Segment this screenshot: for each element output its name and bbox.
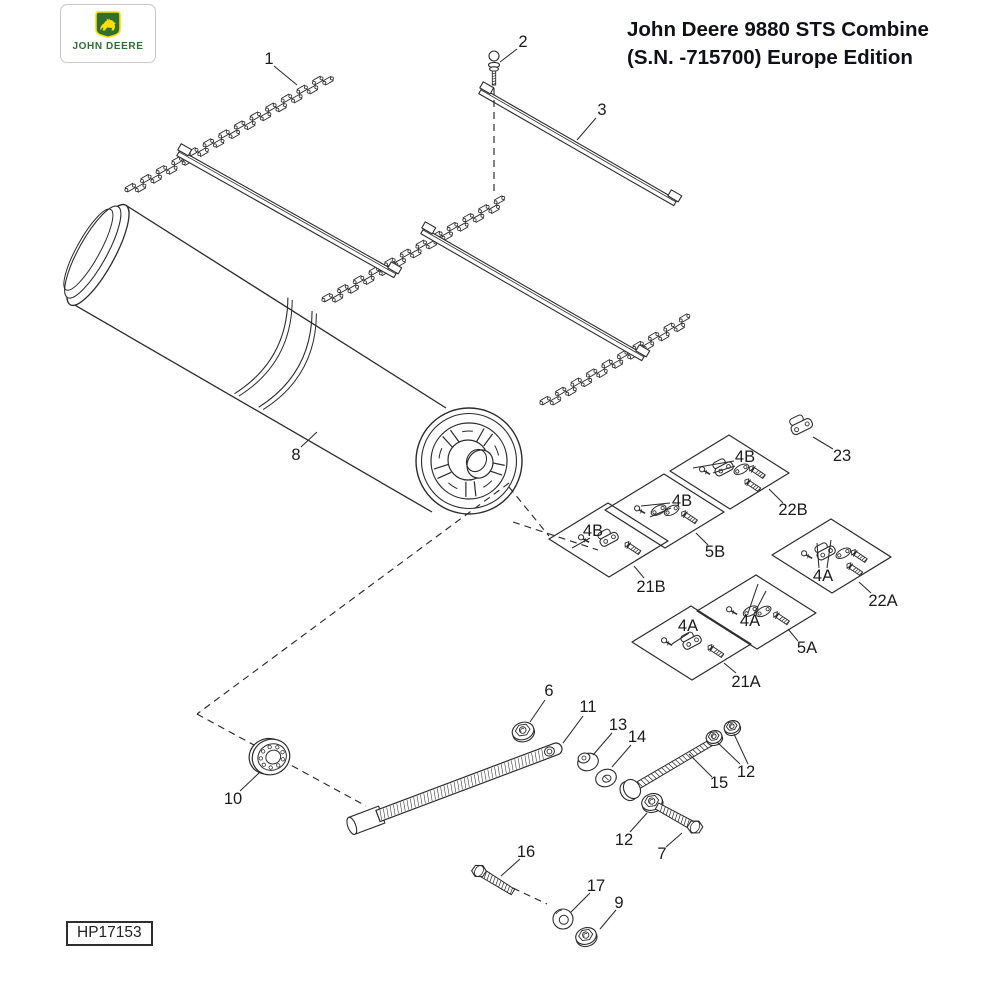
callout-7-12: 7: [657, 832, 683, 863]
callout-label-4A: 4A: [740, 612, 760, 630]
part-17: [552, 908, 574, 930]
callout-1-0: 1: [264, 50, 298, 86]
assembly-dashed-line-4: [508, 486, 550, 537]
conveyor-chain-3: [539, 313, 691, 406]
part-10: [248, 737, 291, 776]
callout-label-9: 9: [614, 894, 623, 912]
callout-21A-20: 21A: [723, 662, 761, 691]
part-6: [511, 721, 536, 743]
callout-12-11: 12: [615, 812, 648, 849]
callout-4B-25: 4B: [692, 448, 755, 474]
slat-bar-3: [478, 81, 683, 207]
callout-22B-19: 22B: [768, 488, 808, 519]
part-23: [789, 414, 814, 436]
callout-label-12: 12: [737, 763, 755, 781]
callout-9-15: 9: [599, 894, 624, 930]
callout-4B-23: 4B: [571, 522, 603, 549]
callout-4B-24: 4B: [640, 492, 692, 518]
part-7: [654, 802, 704, 834]
callout-15-9: 15: [688, 753, 728, 792]
callout-10-4: 10: [224, 772, 260, 808]
callout-label-21A: 21A: [731, 673, 760, 691]
callout-label-10: 10: [224, 790, 242, 808]
callout-8-3: 8: [291, 431, 318, 464]
assembly-dashed-line-2: [196, 482, 510, 715]
callout-label-11: 11: [579, 698, 596, 716]
callout-21B-17: 21B: [633, 565, 666, 596]
callout-4A-27: 4A: [740, 583, 767, 630]
part-15: [619, 738, 715, 802]
kit-box-22A: [771, 518, 892, 594]
callout-23-16: 23: [812, 436, 851, 465]
page-title: John Deere 9880 STS Combine (S.N. -71570…: [627, 16, 929, 72]
callout-label-1: 1: [264, 50, 273, 68]
conveyor-chain-2: [321, 195, 506, 303]
callout-label-14: 14: [628, 728, 646, 746]
callout-2-1: 2: [499, 33, 528, 63]
part-2: [487, 50, 501, 86]
deer-glyph: [100, 18, 116, 31]
callout-4A-28: 4A: [813, 539, 833, 585]
callout-label-2: 2: [518, 33, 527, 51]
john-deere-logo-box: JOHN DEERE: [60, 4, 156, 63]
callout-label-15: 15: [710, 774, 728, 792]
kit-box-21A: [631, 605, 752, 681]
callout-label-12: 12: [615, 831, 633, 849]
assembly-dashed-line-5: [512, 521, 599, 551]
callout-label-3: 3: [597, 101, 606, 119]
callout-14-8: 14: [611, 728, 646, 768]
figure-code-box: HP17153: [66, 921, 153, 946]
part-14: [595, 768, 617, 788]
callout-5A-21: 5A: [787, 628, 817, 657]
callout-17-14: 17: [570, 877, 605, 913]
part-11: [346, 742, 563, 835]
title-line-2: (S.N. -715700) Europe Edition: [627, 46, 913, 69]
callout-label-6: 6: [544, 682, 553, 700]
part-16: [471, 864, 516, 896]
title-line-1: John Deere 9880 STS Combine: [627, 18, 929, 41]
part-12-2: [723, 720, 742, 737]
callout-label-4B: 4B: [672, 492, 692, 510]
callout-3-2: 3: [576, 101, 607, 141]
callout-label-4A: 4A: [813, 567, 833, 585]
part-12-1: [705, 730, 724, 747]
callout-4A-26: 4A: [671, 617, 698, 645]
callout-label-21B: 21B: [636, 578, 665, 596]
callout-label-23: 23: [833, 447, 851, 465]
part-9: [575, 927, 598, 948]
figure-code: HP17153: [77, 924, 142, 941]
callout-22A-22: 22A: [858, 581, 898, 610]
callout-label-4B: 4B: [583, 522, 603, 540]
callout-label-8: 8: [291, 446, 300, 464]
callout-6-5: 6: [529, 682, 554, 723]
callout-label-4A: 4A: [678, 617, 698, 635]
callout-5B-18: 5B: [695, 532, 725, 561]
kit-box-5A: [696, 574, 817, 650]
callout-13-7: 13: [592, 716, 627, 756]
callout-label-7: 7: [657, 845, 666, 863]
callout-label-16: 16: [517, 843, 535, 861]
slat-bar-2: [420, 221, 651, 362]
callout-label-5A: 5A: [797, 639, 817, 657]
assembly-dashed-line-6: [512, 887, 548, 905]
callout-12-10: 12: [716, 733, 755, 781]
john-deere-shield-icon: [95, 11, 121, 38]
callout-11-6: 11: [562, 698, 597, 744]
callout-label-22A: 22A: [868, 592, 897, 610]
callout-label-5B: 5B: [705, 543, 725, 561]
brand-text: JOHN DEERE: [72, 41, 144, 52]
callout-label-22B: 22B: [778, 501, 807, 519]
callout-label-17: 17: [587, 877, 605, 895]
callout-label-4B: 4B: [735, 448, 755, 466]
drum-part-8: [63, 203, 523, 515]
part-13: [577, 752, 599, 772]
slat-bar-1: [176, 143, 403, 279]
kit-box-5B: [604, 473, 725, 549]
kit-box-21B: [548, 502, 669, 578]
conveyor-chain-1: [124, 75, 334, 193]
callout-16-13: 16: [500, 843, 535, 877]
callout-label-13: 13: [609, 716, 627, 734]
